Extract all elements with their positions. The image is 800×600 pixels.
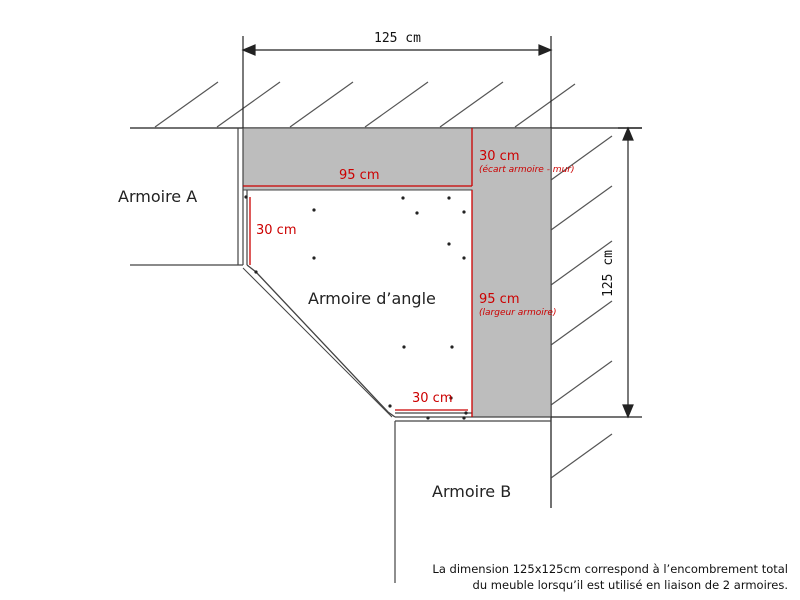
inner-width-label: 95 cm: [339, 168, 380, 183]
corner-cabinet-diagonal-inner: [242, 267, 393, 418]
right-dimension-label: 125 cm: [600, 250, 616, 297]
gap-top-note: (écart armoire - mur): [479, 165, 575, 175]
caption-line-1: La dimension 125x125cm correspond à l’en…: [432, 562, 788, 576]
cabinet-a-outline: [130, 128, 248, 266]
top-wall-hatching: [154, 81, 576, 128]
hardware-dots: [244, 195, 468, 420]
top-dimension: [241, 36, 553, 128]
top-dimension-label: 125 cm: [374, 31, 421, 46]
dimension-caption: La dimension 125x125cm correspond à l’en…: [432, 561, 788, 593]
bottom-side-label: 30 cm: [412, 391, 453, 406]
inner-height-label: 95 cm: [479, 292, 520, 307]
right-dimension: [551, 126, 642, 419]
inner-height-note: (largeur armoire): [479, 308, 557, 318]
caption-line-2: du meuble lorsqu’il est utilisé en liais…: [472, 578, 788, 592]
red-measure-lines: [243, 128, 473, 417]
cabinet-a-label: Armoire A: [118, 187, 198, 206]
corner-cabinet-label: Armoire d’angle: [308, 289, 436, 308]
left-side-label: 30 cm: [256, 223, 297, 238]
cabinet-b-outline: [394, 412, 551, 583]
cabinet-b-label: Armoire B: [432, 482, 512, 501]
corner-cabinet-outline: [246, 264, 396, 418]
right-wall-hatching: [550, 135, 613, 479]
gap-top-label: 30 cm: [479, 149, 520, 164]
